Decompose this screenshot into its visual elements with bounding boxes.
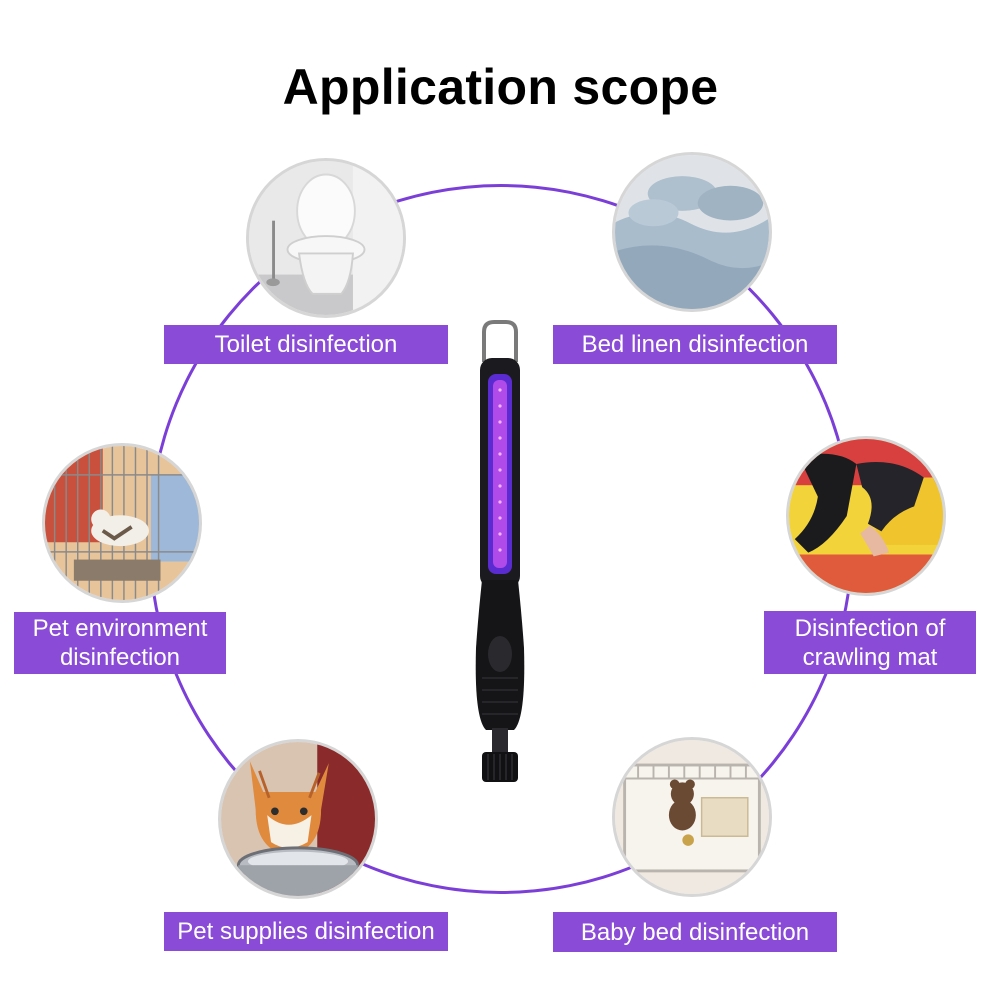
label-text-line-2: crawling mat — [802, 643, 938, 671]
label-baby-bed: Baby bed disinfection — [553, 912, 837, 952]
label-pet-environment: Pet environment disinfection — [14, 612, 226, 674]
label-crawling-mat: Disinfection of crawling mat — [764, 611, 976, 674]
label-text-line-2: disinfection — [59, 644, 181, 671]
uv-lamp-wand — [460, 318, 540, 798]
cat-bowl-photo — [218, 739, 378, 899]
label-text: Toilet disinfection — [214, 331, 398, 358]
baby-crib-photo — [612, 737, 772, 897]
page-title: Application scope — [282, 59, 719, 115]
label-text: Baby bed disinfection — [580, 918, 810, 946]
pet-cage-photo — [42, 443, 202, 603]
label-text: Pet supplies disinfection — [177, 918, 435, 945]
bed-linen-photo — [612, 152, 772, 312]
label-pet-supplies: Pet supplies disinfection — [164, 912, 448, 951]
label-toilet: Toilet disinfection — [164, 325, 448, 364]
label-bed-linen: Bed linen disinfection — [553, 325, 837, 364]
label-text-line-1: Pet environment — [32, 615, 208, 642]
label-text: Bed linen disinfection — [581, 331, 809, 358]
toilet-photo — [246, 158, 406, 318]
label-text-line-1: Disinfection of — [794, 614, 946, 642]
crawling-mat-photo — [786, 436, 946, 596]
